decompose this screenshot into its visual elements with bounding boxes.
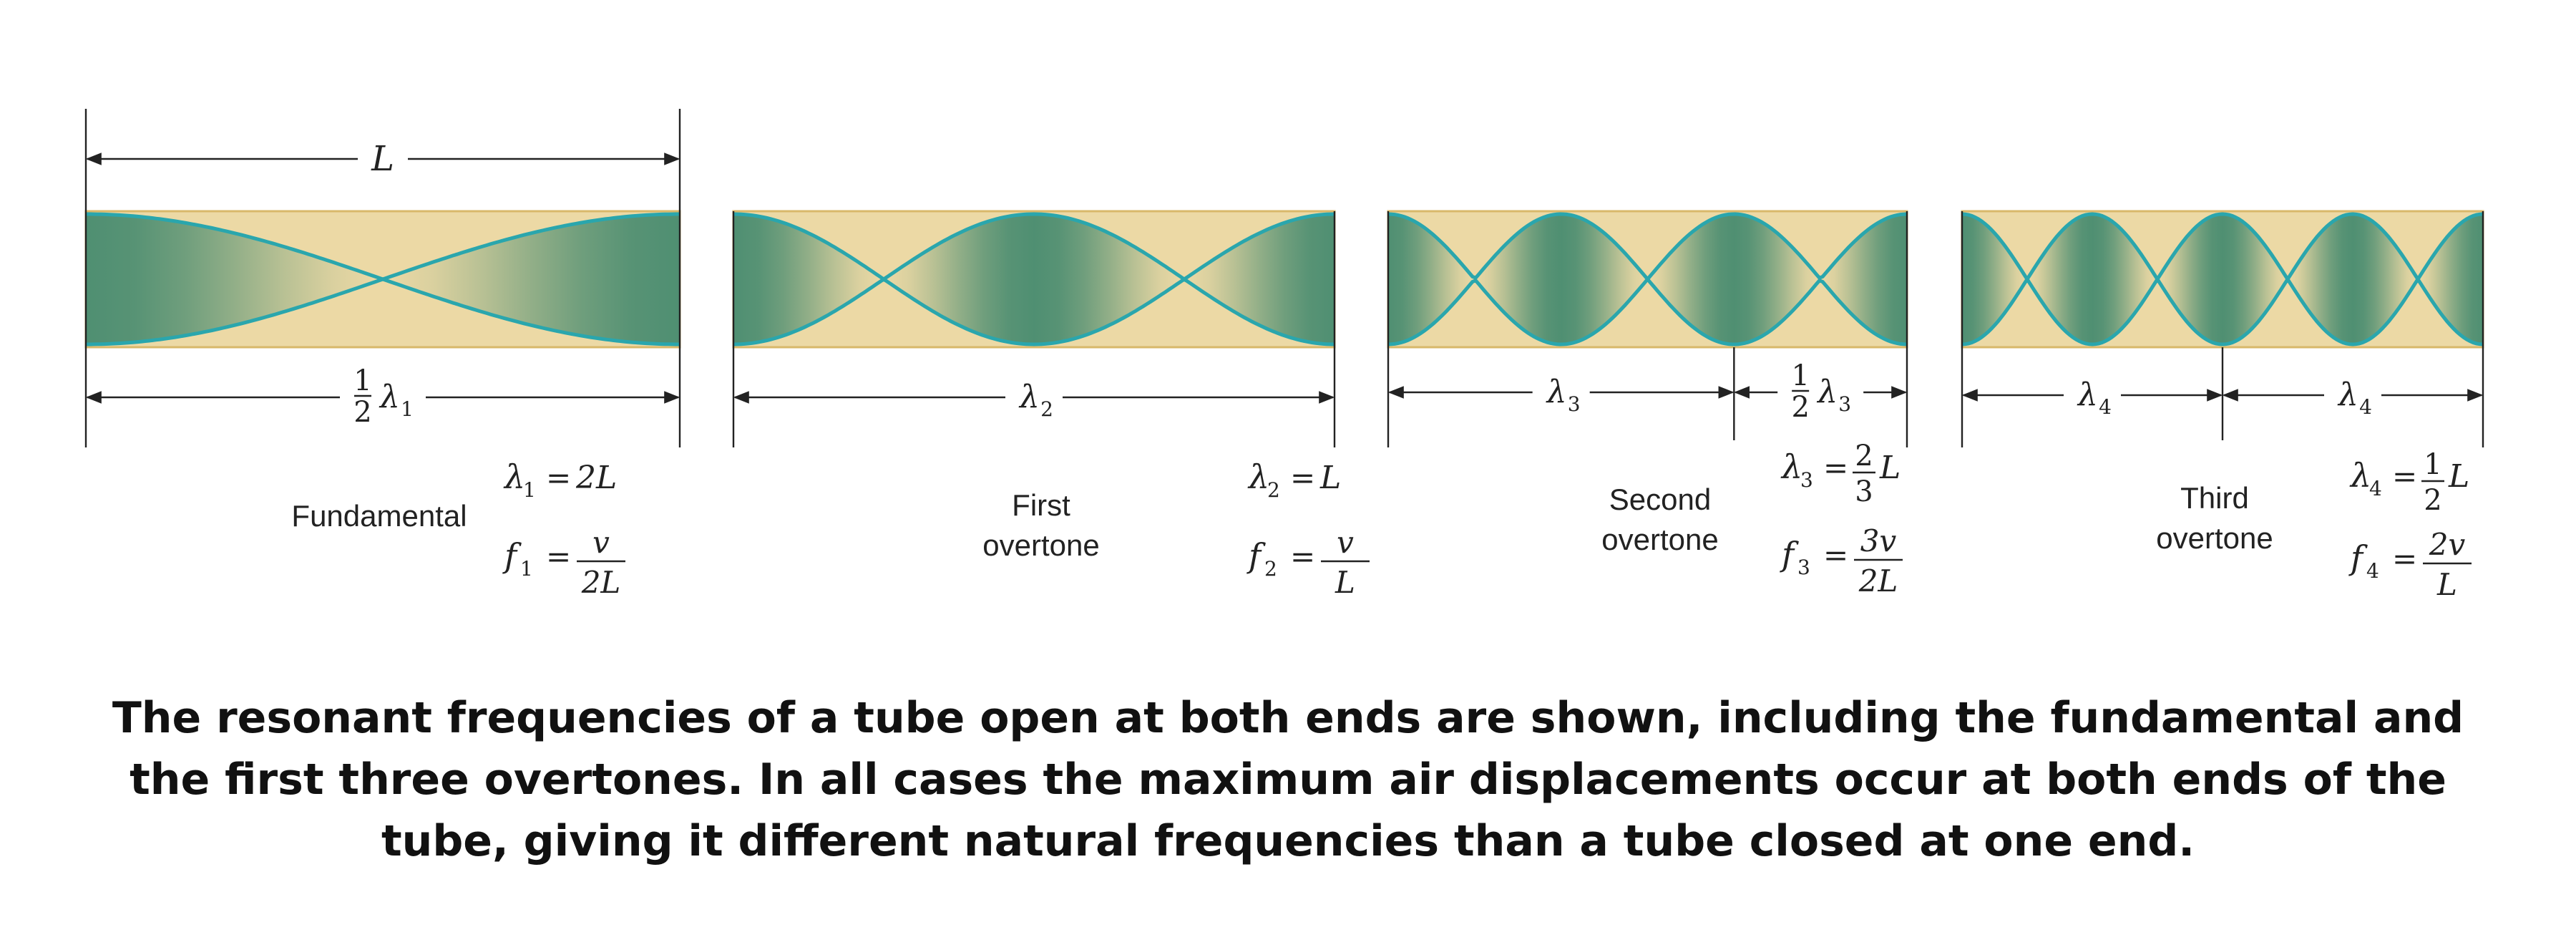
eq-lambda-num: 2 [1855,440,1873,472]
displacement-shading-third-overtone [1962,214,2483,344]
eq-lambda-rhs: L [1319,460,1341,496]
eq-f-den: 2L [1858,563,1898,598]
wave-envelope-upper-third-overtone [1961,212,2484,283]
wavelength-second-overtone-1-sub: 3 [1838,392,1851,416]
mode-label-fundamental-0: Fundamental [291,499,467,533]
eq-lambda-equals: = [1290,460,1315,495]
mode-label-second-overtone-0: Second [1609,483,1711,516]
wave-envelope-lower-first-overtone [733,276,1335,346]
eq-f-equals: = [2392,541,2417,576]
eq-f-den: L [1335,565,1355,600]
eq-f-den: 2L [581,565,621,600]
eq-f-num: v [592,525,610,560]
mode-label-first-overtone-1: overtone [982,528,1099,562]
length-label: L [371,139,394,179]
wavelength-fundamental-0-coef-num: 1 [353,364,371,397]
mode-label-third-overtone-0: Third [2180,481,2249,515]
eq-lambda-symbol: λ [1247,457,1269,496]
wavelength-second-overtone-1-coef-num: 1 [1791,359,1809,392]
eq-lambda-sub: 3 [1800,468,1813,492]
eq-f-num: 2v [2429,527,2466,562]
eq-f-sub: 3 [1797,556,1810,579]
wavelength-second-overtone-0-sub: 3 [1568,392,1581,416]
figure-caption: The resonant frequencies of a tube open … [112,693,2464,866]
eq-lambda-rhs: 2L [575,460,617,496]
wavelength-third-overtone-0-sub: 4 [2099,395,2112,419]
eq-lambda-sub: 4 [2369,477,2382,500]
eq-f-equals: = [1290,539,1315,574]
eq-lambda-equals: = [1823,450,1848,485]
wavelength-second-overtone-1-coef-den: 2 [1791,391,1809,424]
eq-f-den: L [2436,567,2457,602]
eq-lambda-symbol: λ [2349,456,2371,495]
eq-lambda-symbol: λ [503,457,525,496]
eq-f-symbol: f [1780,535,1799,573]
wavelength-first-overtone-0-sub: 2 [1040,397,1053,421]
wavelength-third-overtone-1-symbol: λ [2337,377,2358,413]
eq-lambda-symbol: λ [1780,447,1802,486]
wavelength-equation-first-overtone: λ2 =L [1247,457,1341,502]
eq-f-equals: = [546,539,571,574]
eq-f-sub: 2 [1264,557,1277,581]
wave-envelope-lower-fundamental [86,277,680,346]
eq-lambda-tail: L [1879,450,1901,486]
eq-f-num: 3v [1860,523,1897,558]
eq-lambda-den: 3 [1855,475,1873,508]
wave-envelope-lower-third-overtone [1961,276,2484,346]
wavelength-second-overtone-0-symbol: λ [1546,374,1567,410]
eq-f-sub: 1 [520,557,533,581]
eq-f-symbol: f [1246,536,1266,575]
wavelength-third-overtone-0-symbol: λ [2077,377,2098,413]
wavelength-first-overtone-0-symbol: λ [1018,379,1040,415]
wave-envelope-lower-second-overtone [1387,276,1908,346]
displacement-shading-first-overtone [733,214,1335,344]
wavelength-fundamental-0-sub: 1 [401,397,414,421]
wavelength-equation-second-overtone: λ3=23L [1780,440,1901,508]
eq-lambda-num: 1 [2424,448,2441,481]
eq-lambda-sub: 2 [1267,478,1280,502]
wavelength-fundamental-0-coef-den: 2 [353,396,371,429]
wavelength-second-overtone-1-symbol: λ [1816,374,1838,410]
eq-f-symbol: f [2348,538,2368,577]
mode-label-first-overtone-0: First [1012,488,1070,522]
eq-f-sub: 4 [2366,559,2379,583]
eq-lambda-equals: = [2392,459,2417,494]
mode-label-second-overtone-1: overtone [1601,523,1718,556]
wavelength-equation-third-overtone: λ4 =12L [2349,448,2469,517]
eq-f-equals: = [1823,538,1848,573]
wavelength-equation-fundamental: λ1 =2L [503,457,617,502]
eq-lambda-tail: L [2448,458,2469,495]
wavelength-third-overtone-1-sub: 4 [2359,395,2372,419]
wave-envelope-upper-first-overtone [733,212,1335,282]
mode-label-third-overtone-1: overtone [2156,521,2273,555]
wavelength-fundamental-0-symbol: λ [379,379,400,415]
eq-f-symbol: f [502,536,522,575]
eq-lambda-equals: = [546,460,571,495]
eq-lambda-sub: 1 [523,478,536,502]
eq-lambda-den: 2 [2424,484,2441,517]
eq-f-num: v [1337,525,1354,560]
